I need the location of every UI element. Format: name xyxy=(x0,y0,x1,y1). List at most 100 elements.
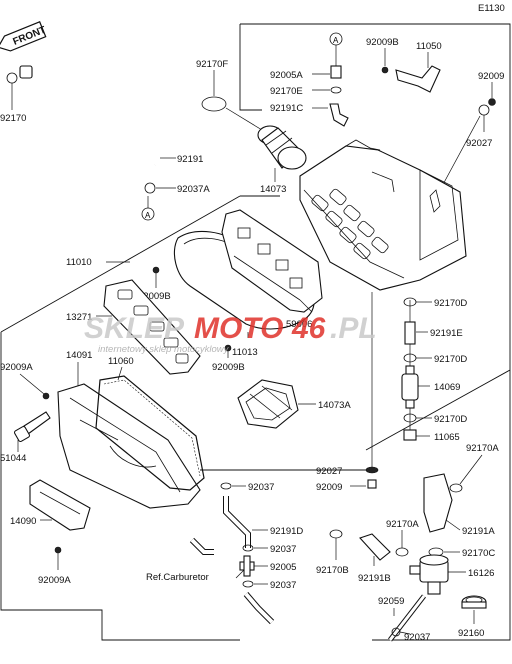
bolt-92009B-top xyxy=(381,66,389,74)
frame-upper-right-bottom xyxy=(365,369,511,451)
clamp-92170F xyxy=(201,96,227,112)
duct-14073 xyxy=(257,125,307,170)
label-92191D: 92191D xyxy=(270,526,303,537)
label-13271: 13271 xyxy=(66,312,92,323)
label-14091: 14091 xyxy=(66,350,92,361)
frame-upper-right xyxy=(240,23,511,470)
air-cleaner-housing xyxy=(299,139,467,291)
watermark-brand-c: 46 xyxy=(291,312,326,345)
hose-92191 xyxy=(27,62,160,166)
washer-92027-low xyxy=(365,466,379,474)
bracket-14090 xyxy=(29,479,91,531)
duct-14073A xyxy=(237,379,299,429)
label-59006: 59006 xyxy=(286,319,312,330)
label-92037-a: 92037 xyxy=(248,482,274,493)
gasket-11060 xyxy=(95,375,205,491)
label-92191E: 92191E xyxy=(430,328,463,339)
bolt-92009A-low xyxy=(54,546,62,554)
fitting-92005A xyxy=(330,65,342,79)
label-92170D-a: 92170D xyxy=(434,298,467,309)
plug-11065 xyxy=(403,429,417,441)
washer-92027-top xyxy=(478,104,490,116)
label-92191C: 92191C xyxy=(270,103,303,114)
label-92037-d: 92037 xyxy=(404,632,430,643)
label-92009A-top: 92009A xyxy=(0,362,33,373)
label-51044: 51044 xyxy=(0,453,26,464)
label-92009B-low: 92009B xyxy=(212,362,245,373)
label-92009A-low: 92009A xyxy=(38,575,71,586)
seal-92160 xyxy=(461,595,487,609)
clamp-92037-c xyxy=(242,580,254,588)
label-92160: 92160 xyxy=(458,628,484,639)
ref-a-upper-text: A xyxy=(333,36,339,45)
label-92037-c: 92037 xyxy=(270,580,296,591)
label-92191A: 92191A xyxy=(462,526,495,537)
frame-upper xyxy=(239,24,262,111)
plate-13271 xyxy=(103,279,201,375)
label-11050: 11050 xyxy=(416,41,442,52)
label-92027-top: 92027 xyxy=(466,138,492,149)
label-92037A: 92037A xyxy=(177,184,210,195)
bolt-92009B-mid xyxy=(152,266,160,274)
label-92059: 92059 xyxy=(378,596,404,607)
clamp-92170A-top xyxy=(449,483,463,493)
label-11065: 11065 xyxy=(434,432,460,443)
frame-left xyxy=(0,332,240,641)
bolt-92009-top xyxy=(488,98,496,106)
bolt-92009-low xyxy=(367,479,377,489)
fitting-92005 xyxy=(239,555,255,577)
bolt-92009A-top xyxy=(42,392,50,400)
tube-92191E xyxy=(404,321,416,345)
label-92005A: 92005A xyxy=(270,70,303,81)
watermark-brand-d: .PL xyxy=(330,312,377,345)
ref-a-lower-text: A xyxy=(145,211,151,220)
label-14069: 14069 xyxy=(434,382,460,393)
label-14090: 14090 xyxy=(10,516,36,527)
label-11013: 11013 xyxy=(232,347,258,358)
label-11010: 11010 xyxy=(66,257,92,268)
frame-right-lower xyxy=(372,470,511,641)
clamp-92170A-mid xyxy=(395,547,409,557)
valve-16126 xyxy=(409,554,449,595)
watermark-brand-b: MOTO xyxy=(194,312,283,345)
diagram-code: E1130 xyxy=(478,3,505,14)
watermark-brand-a: SKLEP xyxy=(84,312,185,345)
bracket-11050 xyxy=(395,65,441,93)
drain-plug-51044 xyxy=(13,411,51,443)
watermark: SKLEP MOTO 46 .PL internetowy sklep moto… xyxy=(84,312,377,355)
label-11060: 11060 xyxy=(108,356,134,367)
ref-a-lower xyxy=(141,207,155,221)
hose-end xyxy=(19,65,33,79)
label-14073: 14073 xyxy=(260,184,286,195)
label-14073A: 14073A xyxy=(318,400,351,411)
label-92009B-mid: 92009B xyxy=(138,291,171,302)
clamp-92170-icon xyxy=(6,72,18,84)
hose-92191B xyxy=(359,533,391,561)
label-92170A-mid: 92170A xyxy=(386,519,419,530)
filter-frame-59006 xyxy=(221,209,323,313)
label-92009-top: 92009 xyxy=(478,71,504,82)
hose-92191A xyxy=(423,473,453,533)
label-92170A-top: 92170A xyxy=(466,443,499,454)
hose-92191-inner xyxy=(27,60,161,166)
front-arrow: FRONT xyxy=(0,21,48,52)
label-92170B: 92170B xyxy=(316,565,349,576)
clamp-92170B xyxy=(329,529,343,539)
label-92170C: 92170C xyxy=(462,548,495,559)
label-92037-b: 92037 xyxy=(270,544,296,555)
label-92170D-c: 92170D xyxy=(434,414,467,425)
label-92191: 92191 xyxy=(177,154,203,165)
label-92170D-b: 92170D xyxy=(434,354,467,365)
label-16126: 16126 xyxy=(468,568,494,579)
label-92027-low: 92027 xyxy=(316,466,342,477)
label-92170E: 92170E xyxy=(270,86,303,97)
label-ref-carburetor: Ref.Carburetor xyxy=(146,572,209,583)
separator-14069 xyxy=(401,365,419,409)
lower-case-14091 xyxy=(57,383,201,509)
frame-diagonal-top xyxy=(0,195,241,333)
hose-92191C xyxy=(329,103,349,127)
label-92170F: 92170F xyxy=(196,59,228,70)
label-92009B-top: 92009B xyxy=(366,37,399,48)
clamp-92037-a xyxy=(220,482,232,490)
